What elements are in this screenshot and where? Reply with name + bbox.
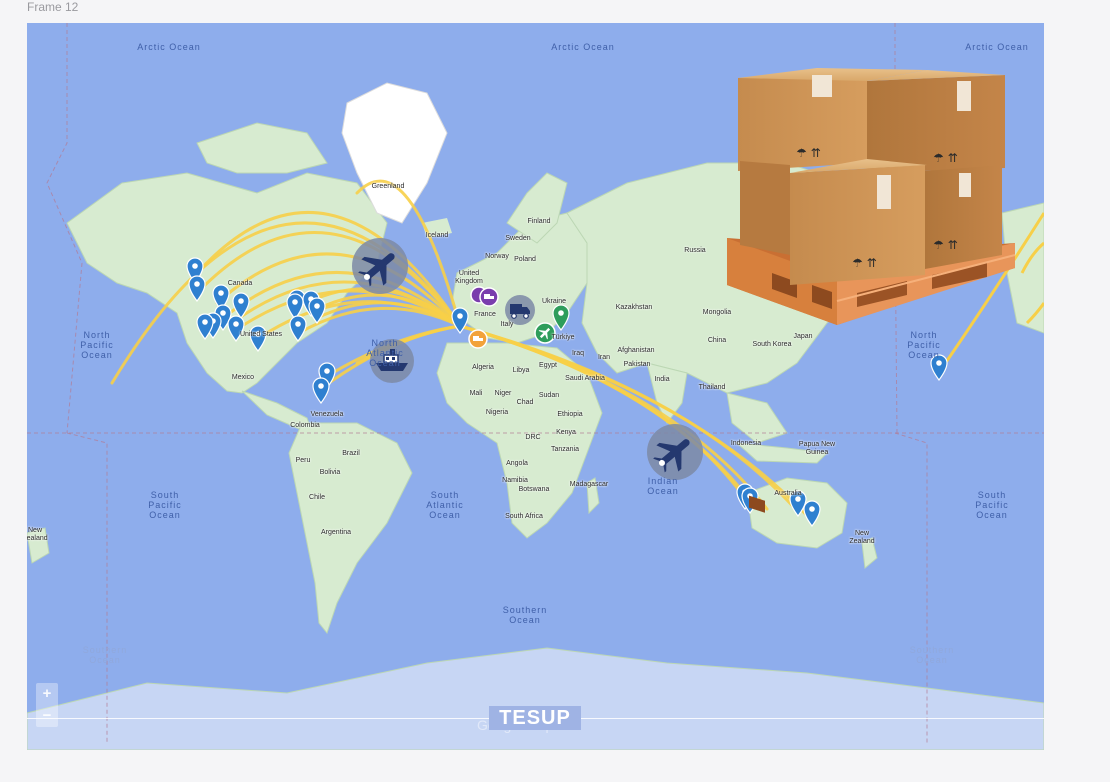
scandinavia <box>506 172 568 244</box>
svg-text:☂ ⇈: ☂ ⇈ <box>796 146 821 160</box>
route-arc <box>1020 241 1044 274</box>
africa <box>436 342 603 539</box>
route-arc <box>355 324 462 365</box>
brand-badge: TESUP <box>489 706 581 730</box>
world-map[interactable]: ☂ ⇈ ☂ ⇈ ☂ ⇈ ☂ ⇈ <box>27 23 1044 750</box>
air-freight-north-marker[interactable] <box>352 238 408 294</box>
truck-icon <box>484 294 494 299</box>
location-pin-icon[interactable] <box>286 293 304 321</box>
route-arc <box>355 179 462 328</box>
location-pin-icon[interactable] <box>930 354 948 382</box>
canada-arctic <box>196 122 328 174</box>
zoom-control: + − <box>36 683 58 727</box>
indonesia <box>735 442 829 464</box>
air-freight-south-marker[interactable] <box>647 424 703 480</box>
southeast-asia <box>726 392 788 444</box>
airplane-icon <box>358 253 395 287</box>
south-america <box>288 422 413 635</box>
location-pin-icon[interactable] <box>232 292 250 320</box>
warehouse-badge-purple[interactable] <box>470 286 499 307</box>
location-pin-icon[interactable] <box>552 304 570 332</box>
airplane-icon <box>653 439 690 473</box>
location-pin-icon[interactable] <box>803 500 821 528</box>
location-pins-layer <box>186 257 948 528</box>
shipping-routes-layer <box>110 179 1044 523</box>
antarctica <box>27 647 1044 750</box>
route-arc <box>195 211 462 328</box>
route-arc <box>220 270 462 328</box>
brand-logo: TESUP <box>499 706 571 729</box>
airplane-icon <box>538 327 551 340</box>
location-pin-icon[interactable] <box>312 377 330 405</box>
airport-badge-green[interactable] <box>534 322 556 344</box>
truck-freight-marker[interactable] <box>505 295 535 325</box>
nz-left <box>27 527 50 564</box>
location-pin-icon[interactable] <box>212 284 230 312</box>
svg-text:☂ ⇈: ☂ ⇈ <box>933 151 958 165</box>
route-arc <box>1025 302 1044 325</box>
location-pin-icon[interactable] <box>308 297 326 325</box>
route-arc <box>940 212 1044 369</box>
delivery-truck-icon <box>510 304 530 319</box>
location-pin-icon[interactable] <box>289 315 307 343</box>
truck-icon <box>473 336 483 341</box>
route-arc <box>110 221 462 385</box>
cardboard-boxes-on-pallet: ☂ ⇈ ☂ ⇈ ☂ ⇈ ☂ ⇈ <box>727 68 1016 513</box>
north-america <box>66 172 388 394</box>
frame-label: Frame 12 <box>27 0 79 14</box>
route-arc <box>297 306 462 335</box>
route-arc <box>197 231 462 328</box>
route-arc <box>458 324 769 511</box>
zoom-in-button[interactable]: + <box>42 685 52 702</box>
dateline-left <box>46 23 83 434</box>
south-dateline-right <box>894 432 928 743</box>
zoom-out-button[interactable]: − <box>42 707 52 724</box>
greenland <box>341 82 448 224</box>
cargo-ship-icon <box>376 349 408 371</box>
route-arc <box>308 293 462 328</box>
location-pin-icon[interactable] <box>227 315 245 343</box>
route-arc <box>215 252 462 328</box>
location-pin-icon[interactable] <box>188 275 206 303</box>
location-pin-icon[interactable] <box>451 307 469 335</box>
location-pin-icon[interactable] <box>249 325 267 353</box>
distribution-badge-orange[interactable] <box>468 329 488 349</box>
madagascar <box>586 477 600 515</box>
south-dateline-left <box>66 432 108 743</box>
sea-freight-marker[interactable] <box>370 339 414 383</box>
svg-text:☂ ⇈: ☂ ⇈ <box>852 256 877 270</box>
location-pin-icon[interactable] <box>196 313 214 341</box>
svg-text:☂ ⇈: ☂ ⇈ <box>933 238 958 252</box>
new-zealand <box>861 537 878 569</box>
